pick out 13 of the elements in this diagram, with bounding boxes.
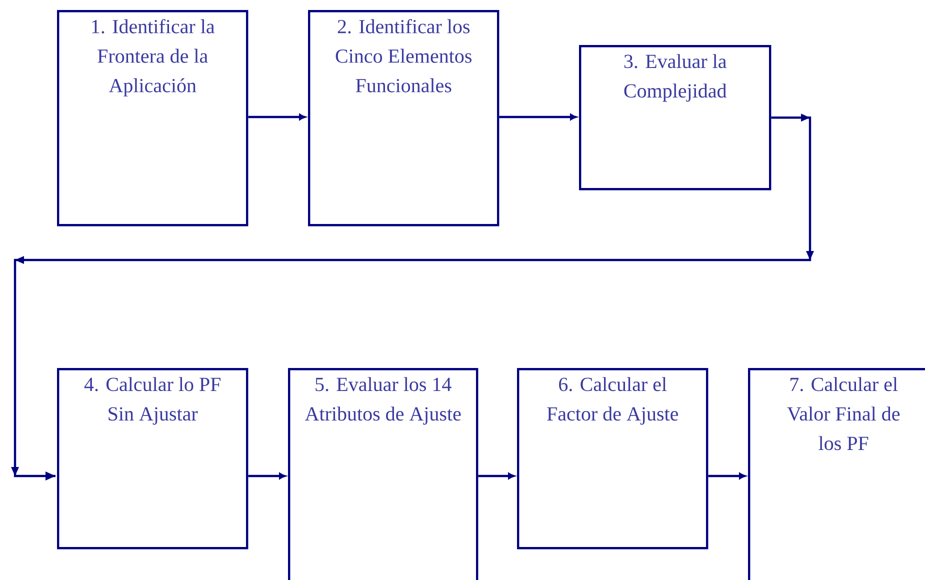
arrow: [248, 472, 286, 480]
process-box: 3. Evaluar la Complejidad: [579, 45, 772, 190]
process-box: 6. Calcular el Factor de Ajuste: [517, 368, 708, 550]
process-box: 4. Calcular lo PF Sin Ajustar: [57, 368, 248, 550]
process-box: 5. Evaluar los 14 Atributos de Ajuste: [288, 368, 478, 580]
process-box: 2. Identificar los Cinco Elementos Funcionales: [308, 10, 500, 226]
arrow: [708, 472, 746, 480]
arrow: [248, 114, 306, 120]
arrow: [11, 114, 814, 480]
process-box: 7. Calcular el Valor Final de los PF: [748, 368, 925, 580]
process-box: 1. Identificar la Frontera de la Aplicación: [57, 10, 248, 226]
arrow: [499, 114, 577, 120]
arrow: [478, 472, 515, 480]
